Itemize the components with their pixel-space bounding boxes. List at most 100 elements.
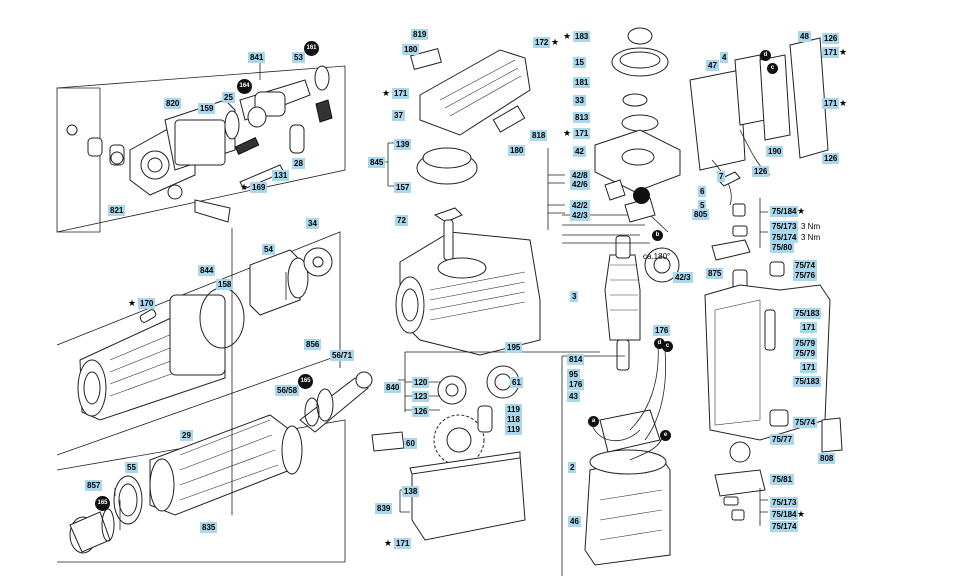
star-marker: ★ (563, 128, 572, 138)
star-marker: ★ (384, 538, 393, 548)
label-170: 170 (138, 298, 156, 309)
star-marker: ★ (797, 206, 806, 216)
label-4: 4 (720, 52, 729, 63)
label-95: 95 (567, 369, 580, 380)
torque-note: 3 Nm (801, 233, 821, 242)
star-marker: ★ (839, 47, 848, 57)
label-42: 42 (573, 146, 586, 157)
label-818: 818 (530, 130, 548, 141)
label-75-74: 75/74 (793, 260, 818, 271)
label-119: 119 (505, 404, 522, 415)
gear-housing (395, 207, 541, 356)
label-5: 5 (698, 200, 707, 211)
marker-circle-d: d (760, 50, 771, 61)
label-840: 840 (384, 382, 402, 393)
label-75-79: 75/79 (793, 338, 818, 349)
label-183: 183 (573, 31, 591, 42)
tool-holder-assembly (66, 65, 333, 223)
piston-assembly (69, 371, 373, 554)
label-172: 172 (533, 37, 551, 48)
label-180: 180 (508, 145, 526, 156)
label-75-77: 75/77 (770, 434, 795, 445)
marker-circle-c: c (662, 341, 673, 352)
marker-circle-165: 165 (298, 374, 313, 389)
label-25: 25 (222, 92, 235, 103)
label-75-74: 75/74 (793, 417, 818, 428)
label-119: 119 (505, 424, 522, 435)
star-marker: ★ (240, 182, 249, 192)
label-139: 139 (394, 139, 412, 150)
label-47: 47 (706, 60, 719, 71)
switch-and-handle (689, 37, 843, 521)
label-120: 120 (412, 377, 430, 388)
star-marker: ★ (797, 509, 806, 519)
label-171: 171 (800, 322, 818, 333)
label-814: 814 (567, 354, 585, 365)
marker-circle-d: d (654, 338, 665, 349)
label-171: 171 (822, 98, 840, 109)
label-7: 7 (717, 171, 726, 182)
label-138: 138 (402, 486, 420, 497)
label-75-184: 75/184 (770, 509, 799, 520)
label-126: 126 (822, 33, 840, 44)
star-marker: ★ (563, 31, 572, 41)
fan-brush-holder (562, 27, 681, 283)
label-37: 37 (392, 110, 405, 121)
label-181: 181 (573, 77, 591, 88)
label-819: 819 (411, 29, 429, 40)
label-75-183: 75/183 (793, 376, 822, 387)
marker-circle-164: 164 (237, 79, 252, 94)
label-6: 6 (698, 186, 707, 197)
angle-note: ca.180° (643, 252, 671, 261)
label-75-174: 75/174 (770, 232, 799, 243)
marker-circle-e: e (660, 430, 671, 441)
torque-note: 3 Nm (801, 222, 821, 231)
label-157: 157 (394, 182, 412, 193)
label-75-184: 75/184 (770, 206, 799, 217)
marker-circle-c: c (767, 63, 778, 74)
label-844: 844 (198, 265, 216, 276)
label-15: 15 (573, 57, 586, 68)
top-cover (410, 48, 531, 185)
label-839: 839 (375, 503, 393, 514)
label-171: 171 (573, 128, 591, 139)
label-42-8: 42/8 (570, 170, 590, 181)
label-808: 808 (818, 453, 836, 464)
label-42-3: 42/3 (673, 272, 693, 283)
label-2: 2 (568, 462, 577, 473)
label-190: 190 (766, 146, 784, 157)
label-875: 875 (706, 268, 724, 279)
label-56-58: 56/58 (275, 385, 300, 396)
label-845: 845 (368, 157, 386, 168)
label-835: 835 (200, 522, 218, 533)
label-171: 171 (392, 88, 410, 99)
label-48: 48 (798, 31, 811, 42)
gear-set (371, 365, 526, 541)
label-61: 61 (510, 377, 523, 388)
marker-circle-b: b (652, 230, 663, 241)
label-75-173: 75/173 (770, 221, 799, 232)
label-75-76: 75/76 (793, 270, 818, 281)
hammer-housing (77, 247, 333, 421)
label-820: 820 (164, 98, 182, 109)
label-180: 180 (402, 44, 420, 55)
label-856: 856 (304, 339, 322, 350)
label-75-174: 75/174 (770, 521, 799, 532)
label-42-6: 42/6 (570, 179, 590, 190)
label-841: 841 (248, 52, 266, 63)
star-marker: ★ (382, 88, 391, 98)
panel-hammer-housing (56, 231, 341, 456)
label-171: 171 (822, 47, 840, 58)
label-60: 60 (404, 438, 417, 449)
label-75-81: 75/81 (770, 474, 795, 485)
label-169: 169 (250, 182, 268, 193)
label-53: 53 (292, 52, 305, 63)
label-56-71: 56/71 (330, 350, 355, 361)
label-72: 72 (395, 215, 408, 226)
label-857: 857 (85, 480, 103, 491)
label-3: 3 (570, 291, 579, 302)
marker-circle-black (633, 187, 650, 204)
label-176: 176 (567, 379, 585, 390)
label-126: 126 (822, 153, 840, 164)
